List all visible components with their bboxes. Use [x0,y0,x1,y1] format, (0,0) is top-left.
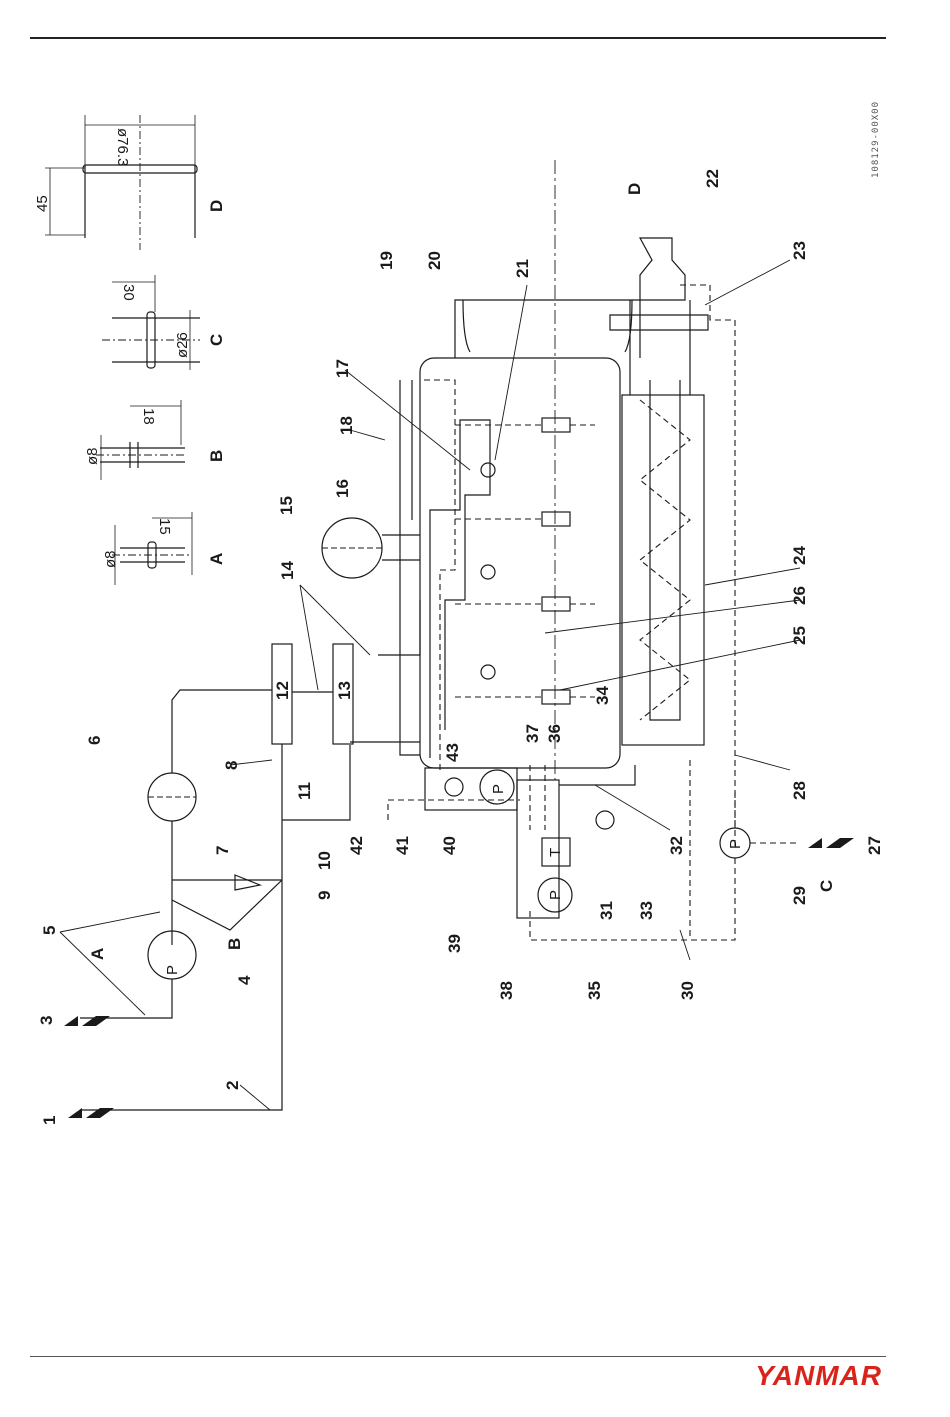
callout-21: 21 [513,259,532,278]
callout-14: 14 [278,561,297,580]
callouts: 1 2 3 4 5 6 7 8 9 10 11 12 13 14 15 16 1… [37,169,884,1125]
dimension-texts: ø8 15 ø8 18 ø26 30 ø76.3 45 [34,128,191,568]
callout-9: 9 [315,891,334,900]
callout-40: 40 [440,836,459,855]
pump-label-38: P [547,890,564,900]
callout-24: 24 [790,546,809,565]
callout-4: 4 [235,975,254,985]
callout-22: 22 [703,169,722,188]
aux-module [388,765,635,918]
heat-exchanger [622,300,704,745]
letter-d-detail: D [207,200,226,212]
callout-7: 7 [213,846,232,855]
callout-34: 34 [593,686,612,705]
callout-16: 16 [333,479,352,498]
pump-label-4: P [164,965,181,975]
callout-38: 38 [497,981,516,1000]
callout-33: 33 [637,901,656,920]
tank-label-35: T [547,848,564,857]
callout-28: 28 [790,781,809,800]
callout-36: 36 [545,724,564,743]
callout-32: 32 [667,836,686,855]
callout-31: 31 [597,901,616,920]
bottom-rule [30,1356,886,1357]
pump-label-29: P [727,839,744,849]
callout-5: 5 [40,926,59,935]
section-letters: A B C D A B C D [88,183,836,960]
dim-c-diameter: ø26 [174,332,191,358]
callout-18: 18 [337,416,356,435]
dim-d-length: 45 [34,195,51,212]
letter-b-main: B [225,938,244,950]
callout-8: 8 [222,761,241,770]
callout-37: 37 [523,724,542,743]
letter-a-detail: A [207,553,226,565]
callout-41: 41 [393,836,412,855]
detail-a [112,512,192,585]
callout-13: 13 [335,681,354,700]
brand-logo: YANMAR [755,1360,882,1392]
callout-42: 42 [347,836,366,855]
letter-d-main: D [625,183,644,195]
callout-10: 10 [315,851,334,870]
dim-b-length: 18 [140,408,157,425]
callout-2: 2 [223,1081,242,1090]
callout-12: 12 [273,681,292,700]
callout-20: 20 [425,251,444,270]
dim-b-diameter: ø8 [84,447,101,465]
callout-35: 35 [585,981,604,1000]
callout-43: 43 [443,743,462,762]
injectors [455,418,595,704]
callout-27: 27 [865,836,884,855]
callout-30: 30 [678,981,697,1000]
callout-29: 29 [790,886,809,905]
callout-26: 26 [790,586,809,605]
letter-b-detail: B [207,450,226,462]
callout-1: 1 [40,1116,59,1125]
callout-39: 39 [445,934,464,953]
callout-23: 23 [790,241,809,260]
dim-d-diameter: ø76.3 [114,128,131,166]
callout-3: 3 [37,1016,56,1025]
callout-6: 6 [85,736,104,745]
callout-17: 17 [333,359,352,378]
doc-code: 108129-00X00 [871,101,881,178]
callout-19: 19 [377,251,396,270]
exhaust-outlet [610,238,735,850]
dim-a-length: 15 [156,518,173,535]
feed-circuit [80,690,350,1110]
letter-c-detail: C [207,334,226,346]
callout-11: 11 [295,782,314,800]
dim-c-length: 30 [120,284,137,301]
callout-15: 15 [277,496,296,515]
pump-label-40: P [490,784,507,794]
letter-a-main: A [88,948,107,960]
letter-c-main: C [817,880,836,892]
dim-a-diameter: ø8 [102,550,119,568]
header-tank [322,518,420,578]
callout-25: 25 [790,626,809,645]
